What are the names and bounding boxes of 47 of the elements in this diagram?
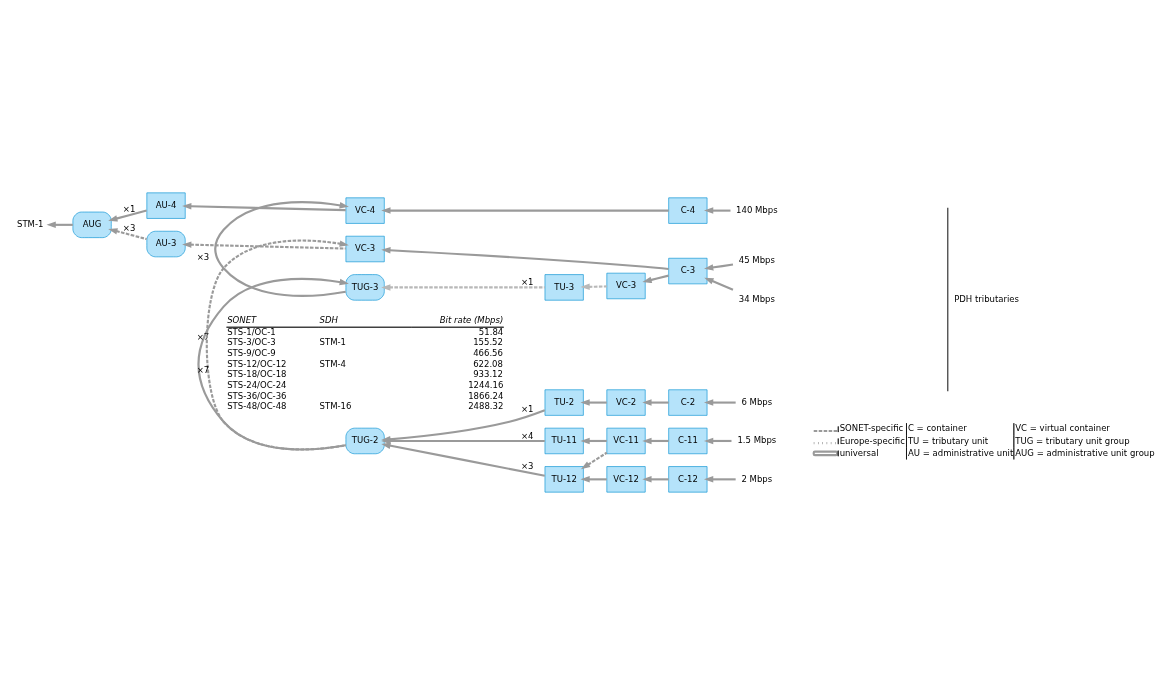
- node-text: 2 Mbps: [741, 473, 773, 484]
- edge-label: ×7: [196, 364, 210, 375]
- label: 1866.24: [468, 390, 504, 401]
- legend-label: universal: [839, 447, 879, 458]
- label: 622.08: [473, 358, 503, 369]
- edge-label: ×4: [520, 430, 534, 441]
- label: 466.56: [473, 347, 503, 358]
- edge-label: ×3: [122, 222, 136, 233]
- label: STS-36/OC-36: [227, 390, 287, 401]
- label: STS-12/OC-12: [227, 358, 287, 369]
- legend-label: SONET-specific: [839, 422, 904, 433]
- label: 51.84: [478, 326, 504, 337]
- label: STS-18/OC-18: [227, 368, 287, 379]
- label: STM-1: [319, 336, 347, 347]
- label: SDH: [319, 314, 338, 325]
- label: SONET: [227, 314, 257, 325]
- label: TU = tributary unit: [907, 435, 989, 446]
- node-text: 1.5 Mbps: [737, 434, 777, 445]
- label: STS-1/OC-1: [227, 326, 276, 337]
- label: STM-16: [319, 400, 352, 411]
- node-text: 45 Mbps: [738, 254, 775, 265]
- label: 1244.16: [468, 379, 504, 390]
- node-text: 6 Mbps: [741, 396, 773, 407]
- label: PDH tributaries: [954, 293, 1020, 304]
- edge-label: ×1: [122, 203, 136, 214]
- node-text: 140 Mbps: [736, 204, 778, 215]
- label: TUG = tributary unit group: [1015, 435, 1130, 446]
- label: STS-3/OC-3: [227, 336, 276, 347]
- label: 155.52: [473, 336, 503, 347]
- node-text: STM-1: [17, 218, 44, 229]
- edge-label: ×3: [520, 460, 534, 471]
- edge-label: ×3: [196, 251, 210, 262]
- label: AU = administrative unit: [907, 447, 1014, 458]
- label: 933.12: [473, 368, 503, 379]
- node-text: 34 Mbps: [738, 293, 775, 304]
- label: STS-9/OC-9: [227, 347, 276, 358]
- label: STS-24/OC-24: [227, 379, 287, 390]
- edge-label: ×1: [520, 403, 534, 414]
- edge-label: ×1: [520, 276, 534, 287]
- label: STM-4: [319, 358, 347, 369]
- label: AUG = administrative unit group: [1015, 447, 1155, 458]
- label: VC = virtual container: [1015, 422, 1110, 433]
- label: STS-48/OC-48: [227, 400, 287, 411]
- label: Bit rate (Mbps): [439, 314, 504, 325]
- label: 2488.32: [468, 400, 504, 411]
- legend-label: Europe-specific: [839, 435, 905, 446]
- label: C = container: [907, 422, 967, 433]
